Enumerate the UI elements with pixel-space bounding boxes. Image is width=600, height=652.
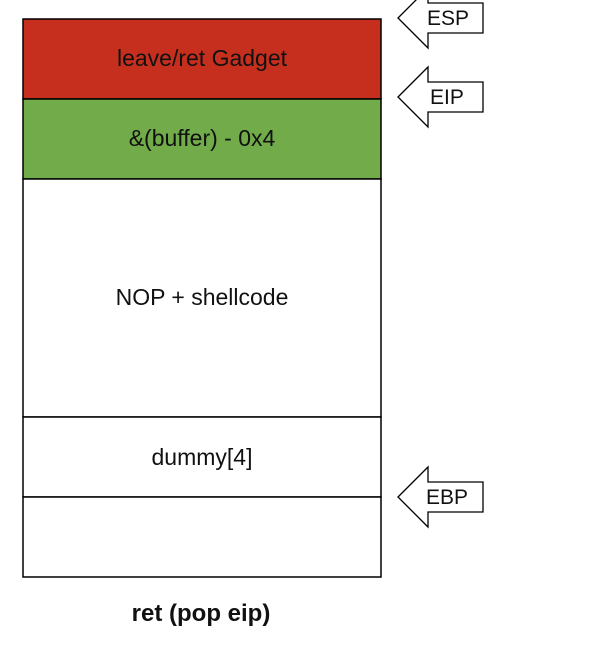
stack-cell-shellcode-box [22,178,382,418]
esp-pointer-arrow: ESP [397,0,484,50]
stack-cell-dummy: dummy[4] [22,416,382,498]
stack-cell-shellcode-label: NOP + shellcode [116,284,289,310]
stack-cell-bottom [22,496,382,578]
stack-cell-gadget-box [22,18,382,100]
esp-pointer-label: ESP [427,7,469,30]
ebp-pointer-label: EBP [426,486,468,509]
stack-cell-buffer-address-box [22,98,382,180]
eip-pointer-label: EIP [430,86,464,109]
stack-cell-gadget-label: leave/ret Gadget [117,45,288,71]
stack-cell-buffer-address-label: &(buffer) - 0x4 [129,125,276,151]
eip-arrow-shape [397,65,484,129]
ebp-arrow-shape [397,465,484,529]
stack-cell-shellcode: NOP + shellcode [22,178,382,418]
esp-arrow-shape [397,0,484,50]
stack-cell-dummy-label: dummy[4] [152,444,253,470]
ebp-pointer-arrow: EBP [397,465,484,529]
stack-cell-gadget: leave/ret Gadget [22,18,382,100]
stack-cell-dummy-box [22,416,382,498]
stack-cell-buffer-address: &(buffer) - 0x4 [22,98,382,180]
diagram-caption: ret (pop eip) [132,600,271,627]
eip-pointer-arrow: EIP [397,65,484,129]
stack-cell-bottom-box [22,496,382,578]
